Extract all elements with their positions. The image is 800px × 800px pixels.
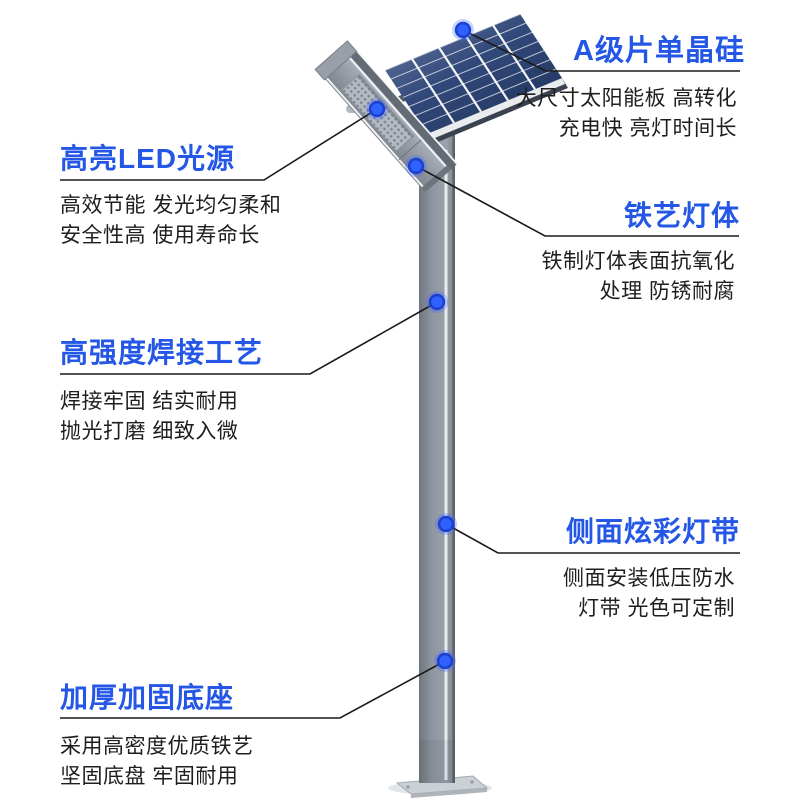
callout-title-iron-lamp-body: 铁艺灯体	[623, 200, 740, 231]
connector-side-light-strip	[445, 523, 740, 554]
connector-iron-lamp-body	[415, 165, 739, 237]
desc-line: 坚固底盘 牢固耐用	[60, 765, 239, 788]
marker-welding	[426, 291, 448, 313]
marker-side-light-strip	[435, 513, 457, 535]
callout-desc-led-source: 高效节能 发光均匀柔和 安全性高 使用寿命长	[60, 191, 281, 251]
marker-solar-panel	[452, 19, 474, 41]
marker-led-source	[366, 98, 388, 120]
connector-welding	[60, 301, 438, 375]
desc-line: 高效节能 发光均匀柔和	[60, 194, 282, 217]
desc-line: 大尺寸太阳能板 高转化	[515, 87, 737, 110]
desc-line: 铁制灯体表面抗氧化	[541, 250, 735, 273]
desc-line: 安全性高 使用寿命长	[60, 224, 260, 247]
marker-dots	[366, 19, 474, 672]
pole-graphic	[419, 128, 455, 783]
lamp-head-graphic	[314, 40, 458, 193]
callout-desc-thick-base: 采用高密度优质铁艺 坚固底盘 牢固耐用	[60, 732, 254, 792]
desc-line: 充电快 亮灯时间长	[558, 117, 737, 140]
connector-led-source	[60, 108, 378, 181]
connector-lines	[60, 29, 740, 719]
marker-iron-lamp-body	[405, 155, 427, 177]
solar-panel-graphic	[384, 13, 568, 144]
desc-line: 侧面安装低压防水	[563, 567, 735, 590]
desc-line: 采用高密度优质铁艺	[60, 735, 254, 758]
callout-desc-solar-panel: 大尺寸太阳能板 高转化 充电快 亮灯时间长	[516, 84, 737, 144]
desc-line: 焊接牢固 结实耐用	[60, 390, 239, 413]
callout-desc-side-light-strip: 侧面安装低压防水 灯带 光色可定制	[563, 564, 735, 624]
callout-title-welding: 高强度焊接工艺	[60, 337, 264, 368]
desc-line: 灯带 光色可定制	[578, 597, 735, 620]
callout-title-solar-panel: A级片单晶硅	[573, 35, 745, 67]
marker-thick-base	[434, 650, 456, 672]
desc-line: 处理 防锈耐腐	[599, 280, 735, 303]
connector-thick-base	[60, 660, 446, 719]
desc-line: 抛光打磨 细致入微	[60, 420, 239, 443]
callout-title-side-light-strip: 侧面炫彩灯带	[565, 516, 740, 547]
callout-desc-iron-lamp-body: 铁制灯体表面抗氧化 处理 防锈耐腐	[542, 247, 736, 307]
callout-desc-welding: 焊接牢固 结实耐用 抛光打磨 细致入微	[60, 387, 238, 447]
callout-title-led-source: 高亮LED光源	[60, 143, 236, 174]
callout-title-thick-base: 加厚加固底座	[60, 682, 235, 713]
connector-solar-panel	[462, 29, 740, 72]
